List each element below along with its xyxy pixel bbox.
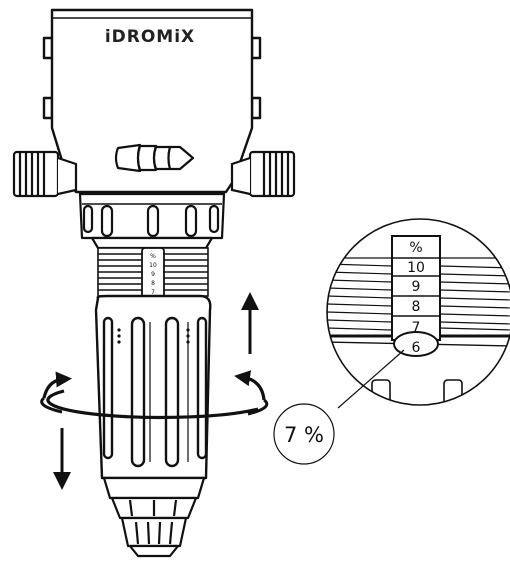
neck-scale-8: 8 <box>151 280 155 287</box>
lower-cone <box>102 476 206 558</box>
inset-scale-6: 6 <box>412 340 421 356</box>
neck-scale-unit: % <box>150 253 156 260</box>
grip-dots <box>117 328 190 344</box>
outlet-fitting <box>230 150 296 198</box>
lock-ring <box>78 192 226 250</box>
flow-direction-icon <box>114 143 195 173</box>
brand-logo-text: iDROMiX <box>105 27 195 47</box>
inset-scale-7: 7 <box>412 320 421 336</box>
neck-scale-10: 10 <box>149 262 157 269</box>
pump-housing <box>42 8 262 194</box>
arrow-up-icon <box>241 292 259 354</box>
selected-percentage-label: 7 % <box>284 423 324 447</box>
neck-scale-7: 7 <box>151 289 155 296</box>
inset-scale-10: 10 <box>407 260 425 276</box>
rotate-arrows-icon <box>40 370 269 420</box>
inset-scale-9: 9 <box>412 279 421 295</box>
inset-scale-8: 8 <box>412 299 421 315</box>
inset-scale-unit: % <box>409 240 422 256</box>
neck-scale: % 10 9 8 7 <box>149 253 157 296</box>
adjustment-body <box>94 294 212 480</box>
neck-scale-9: 9 <box>151 271 155 278</box>
arrow-down-icon <box>53 428 71 490</box>
callout-bubble <box>273 403 335 465</box>
zoom-inset: % 10 9 8 7 6 <box>326 218 510 406</box>
callout-leader-line <box>337 349 405 409</box>
inlet-fitting <box>12 150 78 198</box>
